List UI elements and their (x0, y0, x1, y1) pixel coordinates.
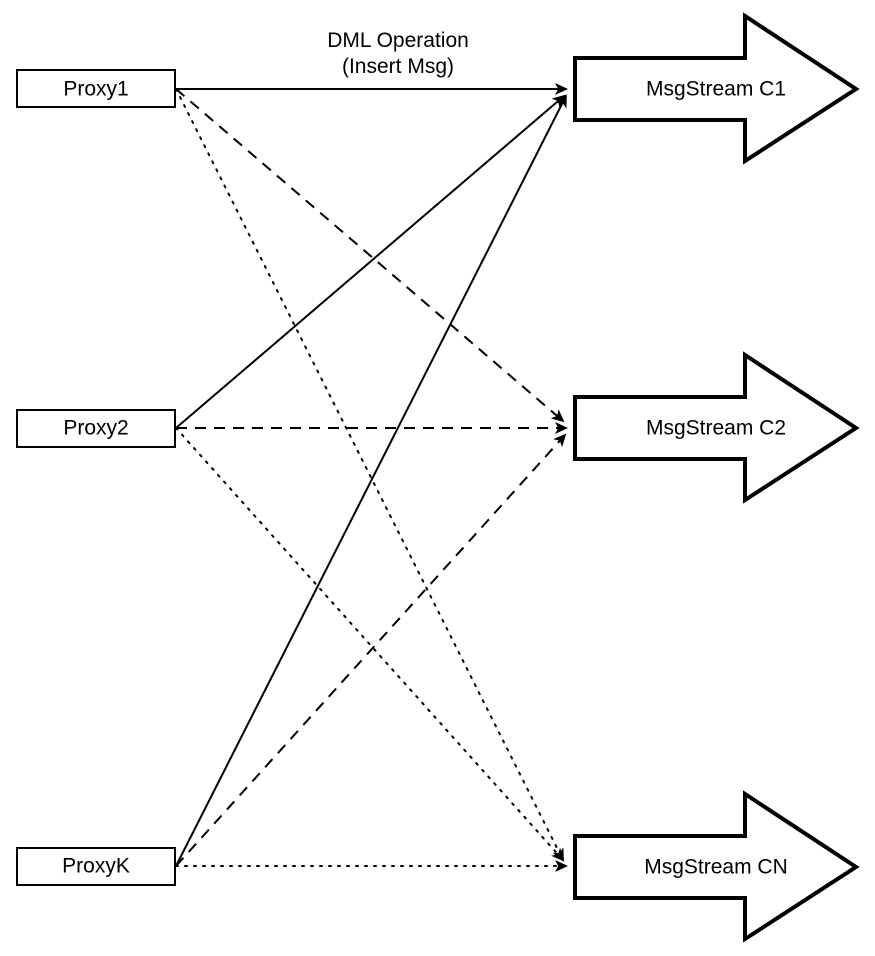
msgstream-label-c2: MsgStream C2 (646, 417, 786, 440)
msgstream-label-c1: MsgStream C1 (646, 78, 786, 101)
proxy-node-proxy1[interactable]: Proxy1 (16, 69, 176, 108)
edge-proxyk-to-msgstream-c1 (175, 94, 567, 867)
edge-proxy2-to-msgstream-c1 (175, 94, 566, 429)
proxy-node-proxyk[interactable]: ProxyK (16, 847, 176, 886)
msgstream-node-c2[interactable]: MsgStream C2 (573, 351, 860, 504)
edge-group-proxy1 (175, 83, 568, 862)
msgstream-arrow-shape-c2[interactable] (573, 351, 860, 504)
edge-proxy1-to-msgstream-c2 (175, 88, 565, 423)
proxy-box-proxy2[interactable] (16, 409, 176, 448)
proxy-box-proxy1[interactable] (16, 69, 176, 108)
proxy-box-proxyk[interactable] (16, 847, 176, 886)
msgstream-arrow-shape-c1[interactable] (573, 12, 860, 165)
msgstream-label-cn: MsgStream CN (644, 856, 788, 879)
edge-proxy2-to-msgstream-cn (175, 427, 565, 862)
edge-group-proxyk (175, 94, 568, 872)
annotation-dml-operation-line1: DML Operation (327, 29, 469, 52)
msgstream-node-c1[interactable]: MsgStream C1 (573, 12, 860, 165)
msgstream-arrow-shape-cn[interactable] (573, 790, 860, 943)
proxy-label-proxyk: ProxyK (62, 855, 130, 878)
proxy-node-proxy2[interactable]: Proxy2 (16, 409, 176, 448)
proxy-label-proxy1: Proxy1 (63, 78, 128, 101)
edge-proxyk-to-msgstream-c2 (175, 433, 567, 867)
annotation-dml-operation: DML Operation (Insert Msg) (327, 29, 469, 78)
msgstream-node-cn[interactable]: MsgStream CN (573, 790, 860, 943)
proxy-label-proxy2: Proxy2 (63, 417, 128, 440)
edge-proxy1-to-msgstream-cn (175, 88, 564, 862)
edge-group-proxy2 (175, 94, 568, 862)
annotation-dml-operation-line2: (Insert Msg) (342, 55, 454, 78)
